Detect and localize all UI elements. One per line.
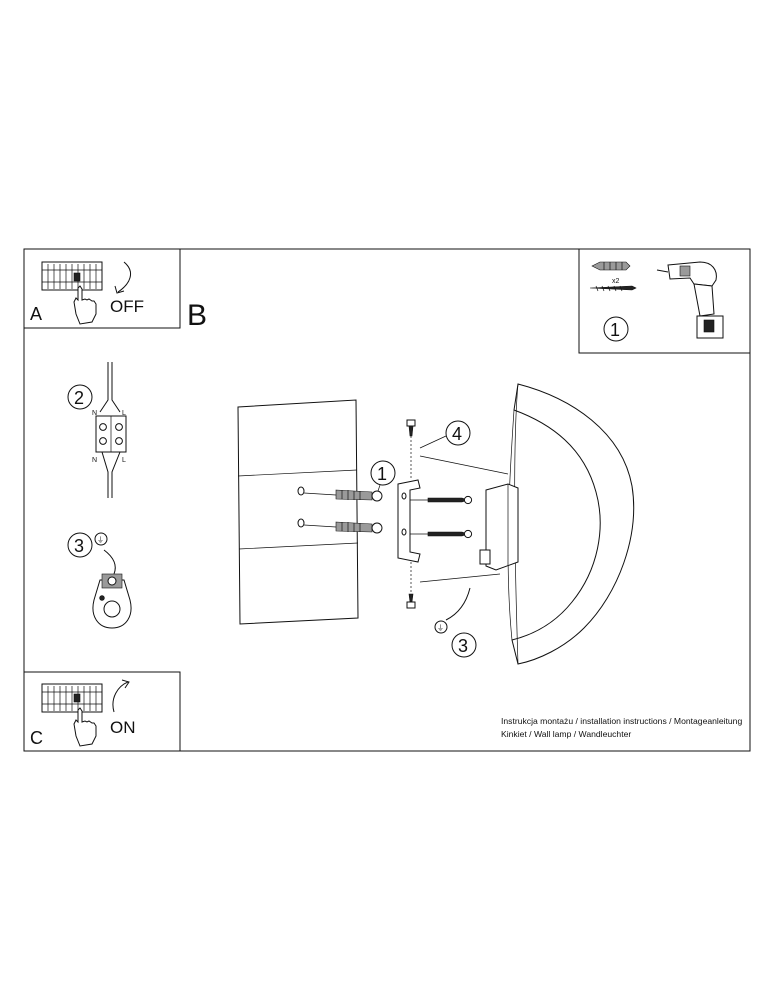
assembly-step-1: 1 [377, 464, 387, 484]
hand-icon [73, 707, 97, 747]
breaker-box-icon [41, 683, 103, 713]
wiring-step-number: 2 [74, 388, 84, 408]
ground-symbol: ⏚ [97, 536, 104, 544]
mounting-bracket [397, 479, 421, 563]
panel-tools: x2 1 [589, 261, 724, 342]
assembly-step-1-circle [370, 460, 396, 486]
set-screw-bottom [406, 562, 416, 609]
caption-line-1: Instrukcja montażu / installation instru… [501, 716, 742, 726]
panel-a-frame [23, 248, 181, 329]
wiring-diagram: 2 N L N L [67, 362, 127, 498]
outer-frame [23, 248, 751, 752]
breaker-box-icon [41, 261, 103, 291]
wall-plug-lower [303, 521, 383, 534]
live-label-bottom: L [122, 457, 126, 464]
assembly-step-4-circle [445, 420, 471, 446]
panel-b-letter: B [187, 299, 207, 332]
lamp-mount-block [485, 483, 519, 571]
caption-line-2: Kinkiet / Wall lamp / Wandleuchter [501, 729, 631, 739]
set-screw-top [406, 419, 416, 480]
step-3-circle [67, 532, 93, 558]
wall-plug-icon [591, 261, 631, 271]
panel-a-letter: A [30, 304, 42, 324]
panel-c-action: ON [110, 718, 136, 737]
panel-tools-frame [578, 248, 751, 354]
assembly-ground-symbol: ⏚ [437, 624, 444, 632]
multiplier-label: x2 [612, 278, 620, 285]
ground-step-number: 3 [74, 536, 84, 556]
step-1-circle [603, 316, 629, 342]
bracket-screw-lower [410, 529, 473, 539]
bracket-screw-upper [410, 495, 473, 505]
panel-c: ON C [30, 679, 136, 748]
panel-c-letter: C [30, 728, 43, 748]
panel-a-action: OFF [110, 297, 144, 316]
neutral-label-bottom: N [92, 457, 97, 464]
wall-plug-upper [303, 489, 383, 502]
arrow-down-icon [117, 261, 132, 293]
wall-slab [237, 399, 359, 625]
drill-icon [656, 261, 724, 339]
panel-a: OFF A [30, 261, 144, 325]
live-label-top: L [122, 410, 126, 417]
assembly-drawing: 1 4 [237, 383, 635, 665]
panel-c-frame [23, 671, 181, 752]
step-2-circle [67, 384, 93, 410]
ground-diagram: 3 ⏚ [67, 532, 132, 629]
neutral-label-top: N [92, 410, 97, 417]
tools-step-number: 1 [610, 320, 620, 340]
arrow-up-icon [112, 681, 129, 713]
lamp-shade [511, 383, 635, 665]
assembly-step-3: 3 [458, 636, 468, 656]
assembly-step-4: 4 [452, 424, 462, 444]
assembly-step-3-circle [451, 632, 477, 658]
hand-icon [73, 285, 97, 325]
screw-icon [589, 285, 637, 292]
